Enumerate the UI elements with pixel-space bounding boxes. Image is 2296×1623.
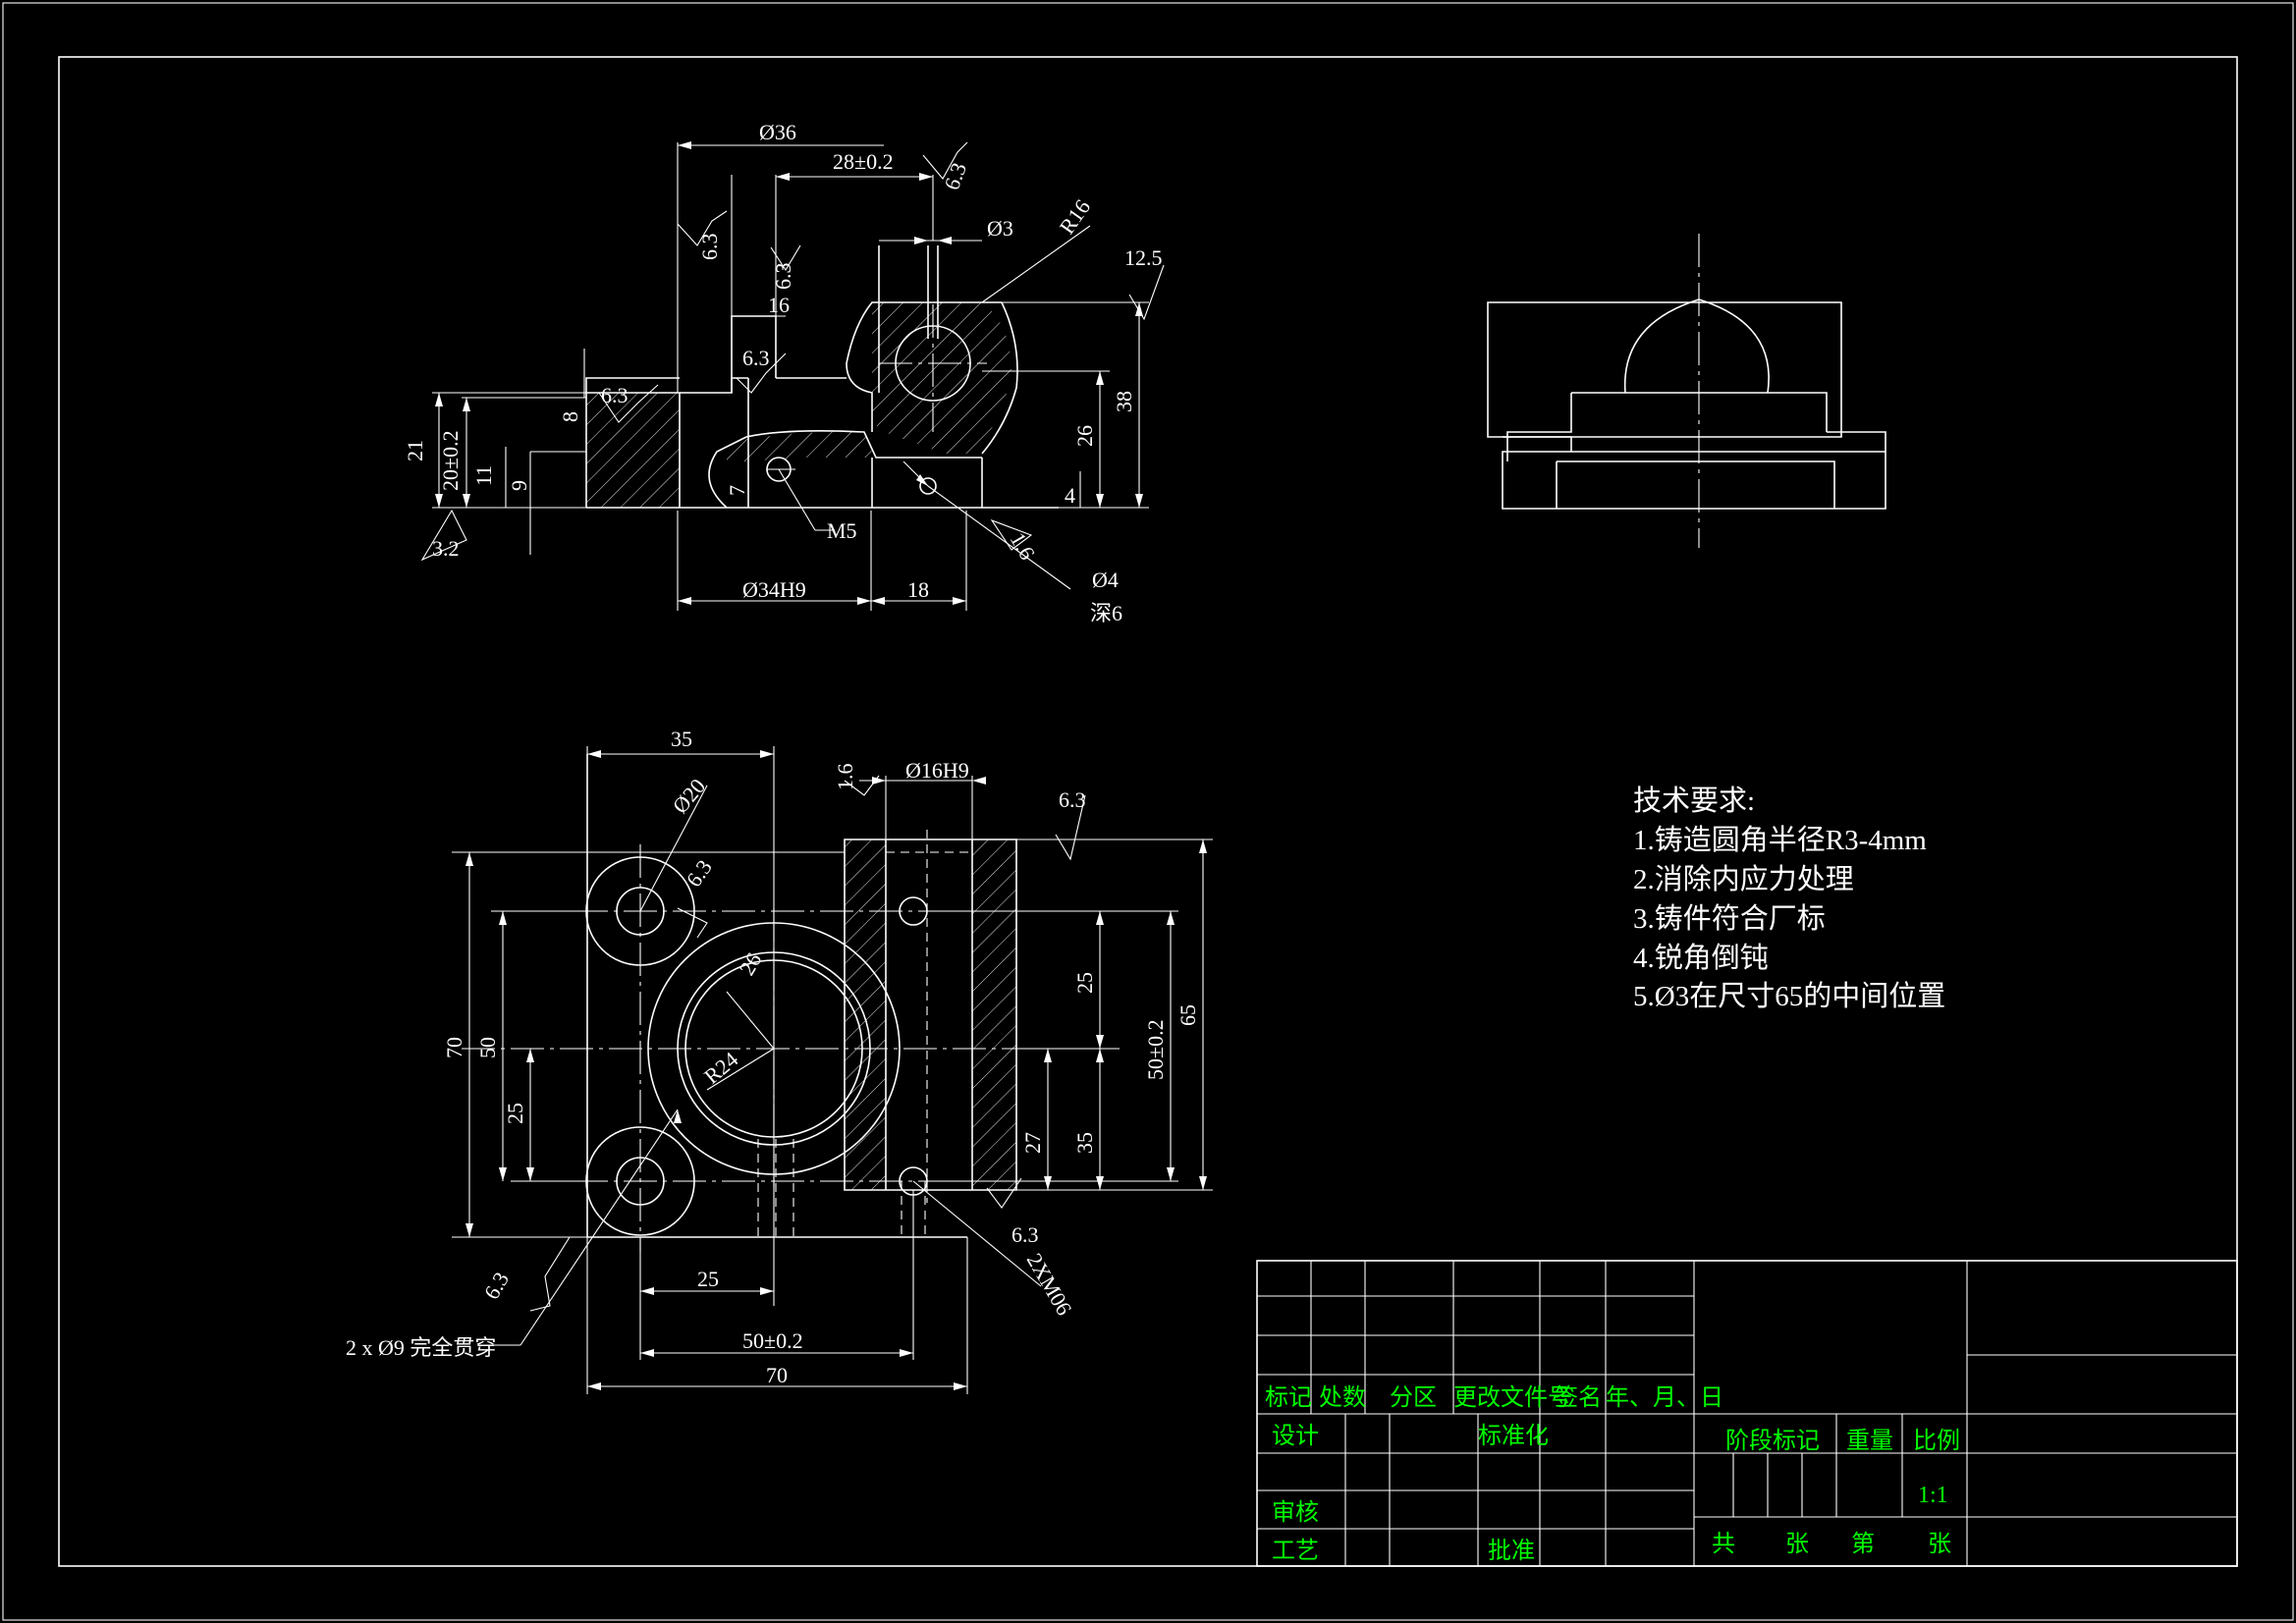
dim-20: 20±0.2	[438, 430, 463, 491]
label-sheji: 设计	[1272, 1423, 1319, 1449]
roughness-6-3: 6.3	[1059, 787, 1086, 812]
roughness-6-3: 6.3	[697, 234, 722, 261]
roughness-6-3: 6.3	[939, 159, 971, 192]
label-genggai: 更改文件号	[1453, 1384, 1571, 1411]
dim-4: 4	[1065, 483, 1075, 508]
holes-note: 2 x Ø9 完全贯穿	[346, 1335, 496, 1360]
dim-11: 11	[471, 465, 496, 486]
dim-27: 27	[1020, 1132, 1045, 1154]
dim-26: 26	[1072, 425, 1097, 447]
dim-d36: Ø36	[759, 120, 796, 144]
dim-phi3: Ø3	[987, 216, 1013, 241]
depth-6: 深6	[1090, 601, 1122, 625]
roughness-3-2: 3.2	[432, 536, 460, 561]
dim-8: 8	[558, 411, 582, 422]
hatch-right-boss	[872, 302, 1011, 454]
label-pizhun: 批准	[1488, 1538, 1535, 1564]
roughness-1-6: 1.6	[833, 764, 857, 791]
dim-25-horizontal: 25	[697, 1267, 719, 1291]
hatch-slot-left	[845, 839, 886, 1190]
tech-item: 4.锐角倒钝	[1633, 942, 1769, 974]
dim-35: 35	[671, 727, 692, 751]
thread-2xm6: 2XM06	[1022, 1249, 1077, 1320]
technical-requirements: 技术要求: 1.铸造圆角半径R3-4mm 2.消除内应力处理 3.铸件符合厂标 …	[1633, 784, 1945, 1012]
label-qianming: 签名	[1555, 1384, 1602, 1411]
tech-item: 5.Ø3在尺寸65的中间位置	[1633, 980, 1945, 1012]
thread-m5: M5	[827, 518, 857, 543]
dim-25-vertical: 25	[503, 1103, 527, 1124]
roughness-1-6: 1.6	[1006, 528, 1040, 564]
hatch-slot-right	[972, 839, 1016, 1190]
dim-35-right: 35	[1072, 1132, 1097, 1154]
dim-phi34h9: Ø34H9	[742, 577, 806, 602]
dim-r24: R24	[699, 1047, 742, 1089]
label-biaozhunhua: 标准化	[1478, 1423, 1549, 1449]
dim-50-right: 50±0.2	[1143, 1019, 1168, 1080]
dim-21: 21	[403, 440, 427, 461]
label-bili: 比例	[1913, 1428, 1960, 1454]
roughness-6-3: 6.3	[601, 383, 629, 407]
label-jieduan: 阶段标记	[1725, 1428, 1820, 1454]
tech-item: 1.铸造圆角半径R3-4mm	[1633, 824, 1927, 856]
front-section-view: Ø36 28±0.2 6.3 Ø3 R16 12.5 6.3 6.3 16 6.…	[403, 120, 1164, 625]
dim-28: 28±0.2	[833, 149, 894, 174]
dim-70-horizontal: 70	[766, 1363, 788, 1387]
dim-9: 9	[507, 480, 531, 491]
dim-phi16h9: Ø16H9	[905, 758, 969, 783]
dim-50-horizontal: 50±0.2	[742, 1328, 803, 1353]
roughness-6-3: 6.3	[479, 1268, 514, 1303]
label-zhang: 张	[1928, 1531, 1951, 1557]
dim-18: 18	[907, 577, 929, 602]
dim-phi4: Ø4	[1092, 568, 1119, 592]
label-zhang: 张	[1785, 1531, 1809, 1557]
roughness-6-3: 6.3	[771, 263, 795, 291]
tech-title: 技术要求:	[1633, 784, 1755, 817]
label-biaoji: 标记	[1265, 1384, 1312, 1411]
roughness-6-3: 6.3	[682, 855, 717, 892]
title-block: 标记 处数 分区 更改文件号 签名 年、月、日 设计 标准化 阶段标记 重量 比…	[1257, 1261, 2237, 1566]
dim-70-vertical: 70	[442, 1037, 466, 1058]
roughness-6-3: 6.3	[1011, 1222, 1039, 1247]
label-date: 年、月、日	[1606, 1384, 1723, 1411]
side-view	[1488, 234, 1886, 548]
roughness-12-5: 12.5	[1124, 245, 1163, 270]
dim-38: 38	[1112, 391, 1136, 412]
label-shenhe: 审核	[1272, 1499, 1319, 1526]
roughness-6-3: 6.3	[742, 346, 770, 370]
label-di: 第	[1851, 1531, 1875, 1557]
label-zhongliang: 重量	[1846, 1428, 1893, 1454]
dim-r16: R16	[1055, 194, 1096, 238]
dim-16: 16	[768, 293, 790, 317]
dim-50-vertical: 50	[475, 1037, 500, 1058]
dim-7: 7	[725, 485, 749, 496]
label-gong: 共	[1712, 1531, 1735, 1557]
dim-phi20: Ø20	[668, 774, 711, 818]
label-chushu: 处数	[1319, 1384, 1366, 1411]
label-fenqu: 分区	[1390, 1384, 1437, 1411]
dim-65: 65	[1175, 1004, 1200, 1026]
tech-item: 2.消除内应力处理	[1633, 863, 1854, 895]
top-view: 35 1.6 Ø16H9 6.3 Ø20 6.3 26 R24 70 50 25…	[346, 727, 1213, 1394]
dim-25-right: 25	[1072, 972, 1097, 994]
label-gongyi: 工艺	[1272, 1538, 1319, 1564]
scale-value: 1:1	[1918, 1483, 1948, 1508]
hatch-left-wall	[586, 393, 680, 508]
tech-item: 3.铸件符合厂标	[1633, 902, 1826, 935]
